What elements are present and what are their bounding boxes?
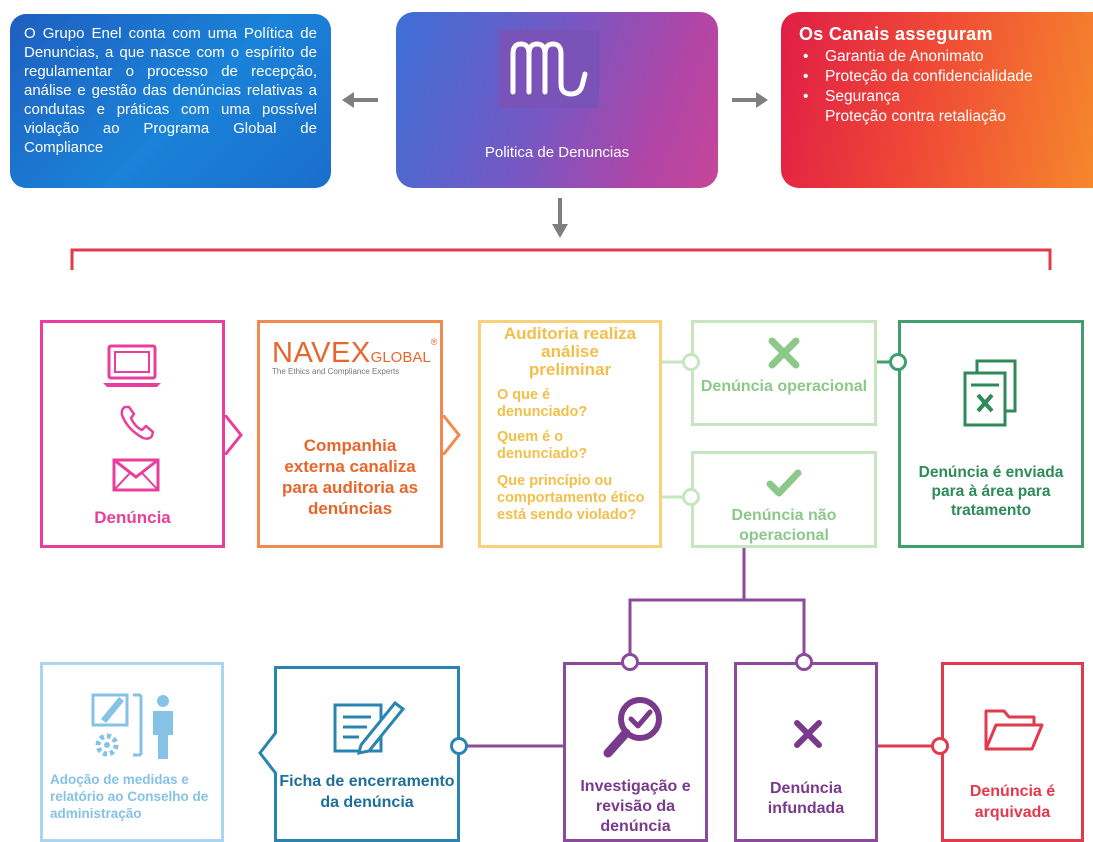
connector-node: [795, 653, 813, 671]
policy-description-box: O Grupo Enel conta com uma Política de D…: [10, 14, 331, 188]
unfounded-label: Denúncia infundada: [767, 780, 845, 817]
policy-label: Politica de Denuncias: [484, 144, 630, 161]
complaint-box: Denúncia: [40, 320, 243, 548]
channels-item: •Segurança: [803, 88, 900, 105]
investigation-label: Investigação e revisão da denúncia: [580, 778, 691, 835]
spreadsheet-icon: [963, 359, 1017, 427]
channels-item: •Garantia de Anonimato: [803, 48, 984, 65]
cross-icon: [768, 337, 800, 369]
folder-icon: [984, 709, 1044, 751]
arrow-right-icon: [732, 92, 768, 108]
non-operational-label: Denúncia não operacional: [731, 507, 837, 544]
policy-box: Politica de Denuncias: [396, 12, 718, 188]
chevron-right-icon: [225, 415, 243, 455]
magnifier-check-icon: [603, 697, 662, 758]
operational-box: Denúncia operacional: [691, 320, 877, 426]
document-edit-icon: [333, 700, 406, 755]
bracket-line: [70, 248, 1052, 270]
connector-node: [682, 353, 700, 371]
investigation-box: Investigação e revisão da denúncia: [563, 662, 708, 842]
archived-box: Denúncia é arquivada: [941, 662, 1084, 842]
audit-question: Que princípio ou comportamento ético est…: [497, 473, 645, 523]
measures-box: Adoção de medidas e relatório ao Conselh…: [40, 662, 224, 842]
operational-label: Denúncia operacional: [700, 378, 868, 395]
audit-question: Quem é o denunciado?: [497, 429, 588, 462]
audit-question: O que é denunciado?: [497, 387, 588, 420]
non-operational-box: Denúncia não operacional: [691, 451, 877, 548]
connector-node: [682, 488, 700, 506]
navex-description: Companhia externa canaliza para auditori…: [281, 436, 419, 518]
audit-title: Auditoria realiza análise preliminar: [503, 324, 637, 379]
checkmark-icon: [766, 469, 802, 497]
navex-tagline: The Ethics and Compliance Experts: [272, 367, 400, 376]
phone-icon: [120, 405, 155, 440]
connector-node: [931, 737, 949, 755]
channels-title: Os Canais asseguram: [799, 24, 993, 44]
sent-label: Denúncia é enviada para à área para trat…: [918, 464, 1064, 519]
connector-node: [621, 653, 639, 671]
arrow-left-icon: [342, 92, 378, 108]
connector-node: [450, 737, 468, 755]
channels-box: Os Canais asseguram •Garantia de Anonima…: [781, 12, 1093, 188]
connector-node: [889, 353, 907, 371]
channels-item-extra: Proteção contra retaliação: [825, 108, 1006, 125]
navex-logo: NAVEXGLOBAL®: [272, 337, 438, 369]
admin-measures-icon: [91, 693, 173, 759]
sent-box: Denúncia é enviada para à área para trat…: [898, 320, 1084, 548]
chevron-left-icon: [258, 731, 277, 775]
audit-box: Auditoria realiza análise preliminar O q…: [478, 320, 662, 548]
unfounded-box: Denúncia infundada: [734, 662, 878, 842]
channels-item: •Proteção da confidencialidade: [803, 68, 1033, 85]
chevron-right-icon: [443, 415, 461, 455]
arrow-down-icon: [552, 198, 568, 238]
navex-box: NAVEXGLOBAL® The Ethics and Compliance E…: [257, 320, 461, 548]
channels-list: •Garantia de Anonimato •Proteção da conf…: [799, 47, 1093, 127]
measures-label: Adoção de medidas e relatório ao Conselh…: [50, 772, 209, 821]
closing-label: Ficha de encerramento da denúncia: [279, 773, 455, 811]
complaint-label: Denúncia: [94, 508, 171, 527]
closing-box: Ficha de encerramento da denúncia: [258, 666, 460, 842]
laptop-icon: [103, 344, 161, 387]
policy-logo-icon: [499, 30, 599, 108]
policy-description-text: O Grupo Enel conta com uma Política de D…: [24, 25, 317, 156]
envelope-icon: [112, 458, 160, 492]
cross-icon: [794, 720, 822, 748]
archived-label: Denúncia é arquivada: [969, 783, 1056, 821]
